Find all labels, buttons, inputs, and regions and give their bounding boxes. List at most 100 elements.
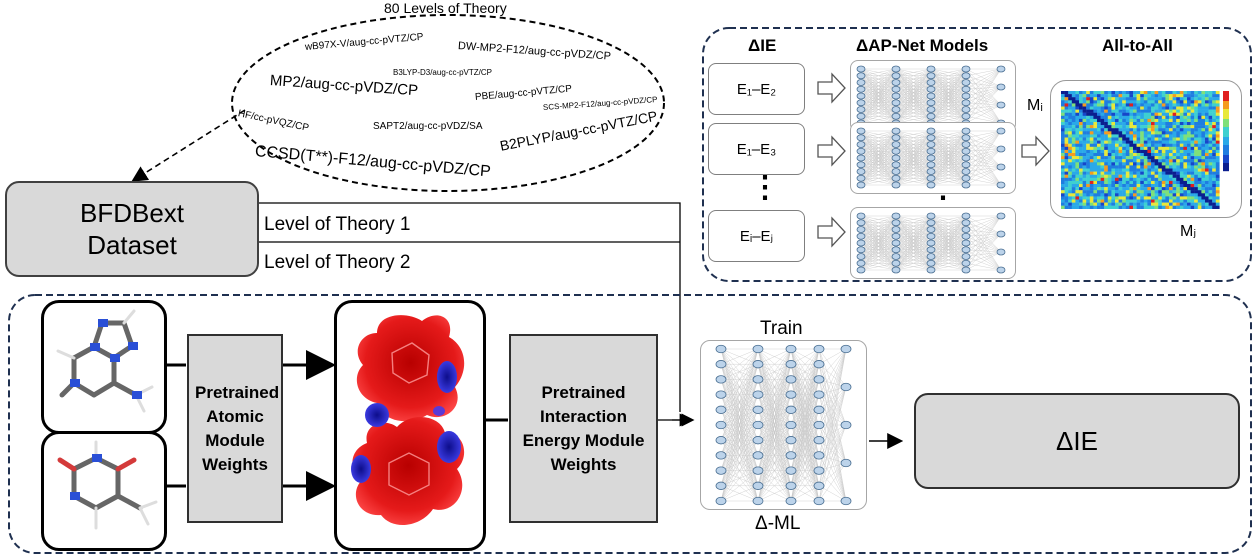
nn-node: [891, 147, 901, 155]
colorbar-segment: [1223, 153, 1229, 156]
nn-node: [813, 436, 825, 445]
colorbar-segment: [1223, 101, 1229, 104]
nn-node: [961, 212, 971, 220]
nn-node: [961, 226, 971, 233]
nn-node: [961, 106, 971, 113]
mi-label: Mᵢ: [1027, 97, 1043, 114]
colorbar-segment: [1223, 163, 1229, 166]
nn-node: [926, 127, 936, 135]
nn-node: [840, 420, 852, 430]
colorbar-segment: [1223, 123, 1229, 126]
nn-node: [891, 92, 901, 100]
diff-box: Eᵢ–Eⱼ: [708, 210, 805, 262]
nn-node: [961, 174, 971, 182]
colorbar-segment: [1223, 117, 1229, 120]
nn-node: [813, 451, 825, 460]
nn-node: [961, 232, 971, 240]
nn-node: [926, 106, 936, 113]
nn-node: [891, 253, 901, 260]
lot1-line: [257, 202, 681, 412]
nn-node: [856, 147, 866, 155]
nn-node: [856, 181, 866, 189]
nn-node: [752, 390, 764, 399]
colorbar-segment: [1223, 115, 1229, 118]
nn-node: [891, 72, 901, 80]
output-die-label: ΔIE: [1056, 425, 1098, 456]
nn-node: [856, 127, 866, 135]
nn-node: [891, 232, 901, 240]
nn-node: [715, 466, 727, 475]
nn-node: [996, 266, 1006, 274]
nn-node: [856, 168, 866, 175]
nn-node: [961, 112, 971, 120]
nn-node: [813, 420, 825, 430]
colorbar-segment: [1223, 91, 1229, 94]
diff-label: E₁–E₃: [736, 140, 777, 158]
nn-node: [926, 99, 936, 107]
nn-node: [856, 154, 866, 162]
nn-node: [891, 174, 901, 182]
nn-node: [961, 253, 971, 260]
nn-node: [752, 360, 764, 369]
nn-node: [856, 134, 866, 142]
nn-node: [926, 219, 936, 227]
nn-node: [926, 253, 936, 260]
nn-node: [785, 436, 797, 445]
nn-node: [961, 239, 971, 247]
apnet-model: [850, 207, 1016, 279]
colorbar-segment: [1223, 169, 1229, 172]
colorbar-segment: [1223, 109, 1229, 112]
nn-node: [996, 145, 1006, 153]
nn-node: [961, 99, 971, 107]
nn-node: [752, 375, 764, 384]
nn-node: [715, 375, 727, 384]
apnet-model: [850, 122, 1016, 194]
nn-node: [926, 141, 936, 148]
level-method: B3LYP-D3/aug-cc-pVTZ/CP: [393, 68, 492, 77]
nn-node: [961, 127, 971, 135]
nn-node: [813, 344, 825, 354]
nn-node: [961, 168, 971, 175]
nn-node: [926, 259, 936, 267]
nn-node: [961, 154, 971, 162]
nn-node: [856, 72, 866, 80]
nn-node: [961, 85, 971, 93]
bottom-panel: [8, 294, 1252, 554]
nn-node: [926, 174, 936, 182]
nn-node: [715, 451, 727, 460]
nn-node: [926, 232, 936, 240]
colorbar-segment: [1223, 151, 1229, 154]
nn-node: [961, 181, 971, 189]
levels-ellipse: [231, 14, 665, 192]
lot2-label: Level of Theory 2: [264, 252, 411, 273]
train-label: Train: [760, 318, 803, 339]
nn-node: [715, 436, 727, 445]
colorbar-segment: [1223, 93, 1229, 96]
nn-node: [856, 219, 866, 227]
nn-node: [856, 266, 866, 274]
colorbar-segment: [1223, 121, 1229, 124]
nn-node: [715, 360, 727, 369]
nn-node: [926, 266, 936, 274]
nn-node: [926, 161, 936, 169]
col-die-header: ΔIE: [748, 36, 777, 55]
nn-node: [785, 481, 797, 490]
nn-node: [961, 147, 971, 155]
nn-node: [891, 219, 901, 227]
nn-node: [715, 496, 727, 506]
nn-node: [961, 65, 971, 73]
colorbar-segment: [1223, 139, 1229, 142]
colorbar-segment: [1223, 129, 1229, 132]
neural-net-icon: [856, 212, 1006, 274]
mj-label: Mⱼ: [1180, 223, 1197, 240]
nn-node: [891, 259, 901, 267]
nn-node: [961, 259, 971, 267]
diff-box: E₁–E₂: [708, 63, 805, 115]
nn-node: [856, 65, 866, 73]
diff-box: E₁–E₃: [708, 123, 805, 175]
nn-node: [813, 496, 825, 506]
colorbar-segment: [1223, 125, 1229, 128]
nn-node: [996, 163, 1006, 171]
colorbar-segment: [1223, 127, 1229, 130]
